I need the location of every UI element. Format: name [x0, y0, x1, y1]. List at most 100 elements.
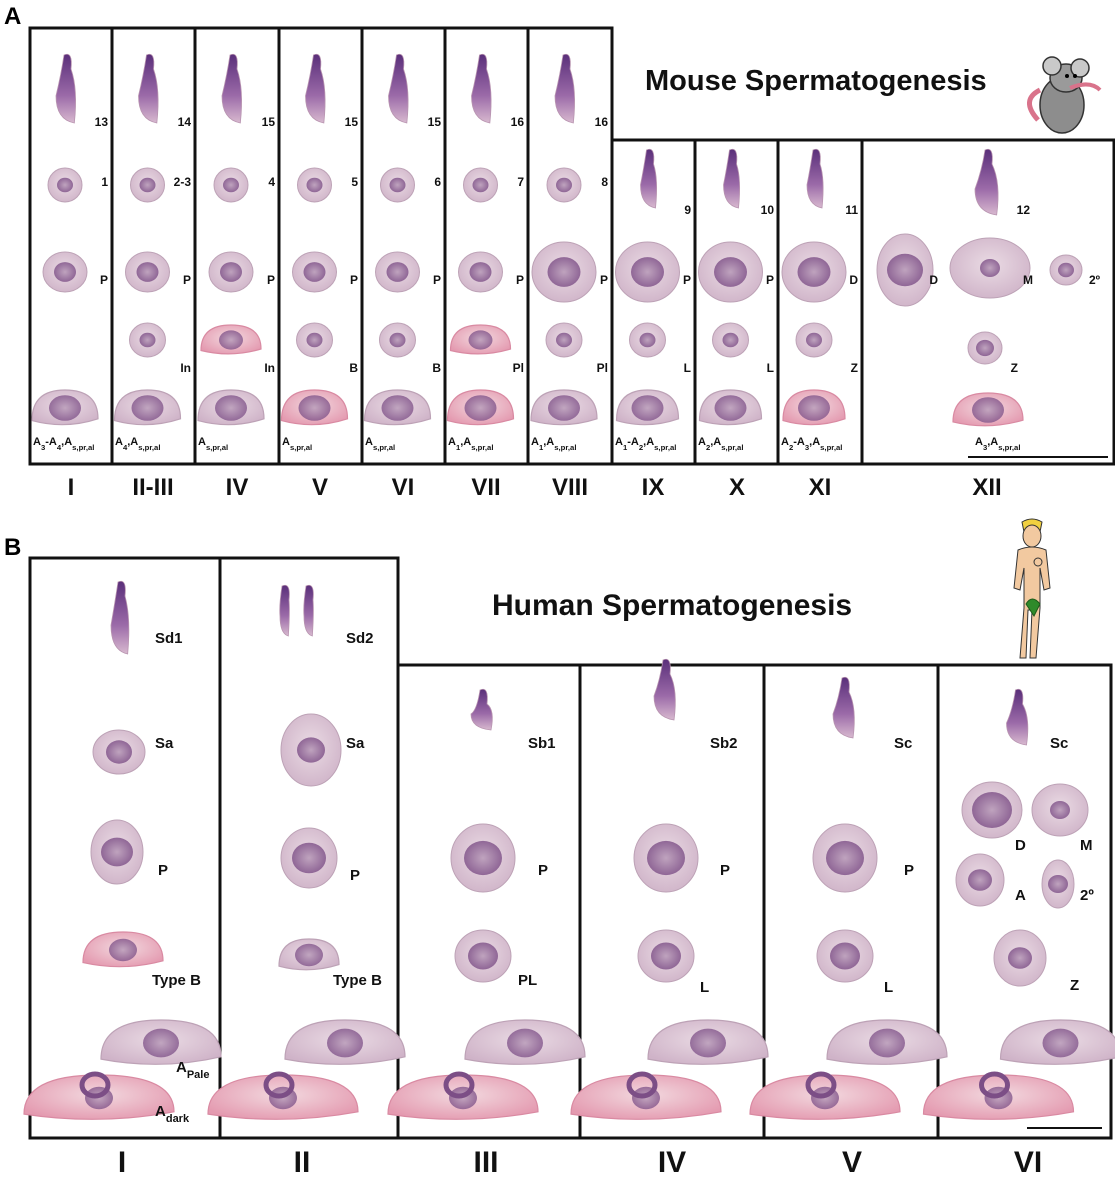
panel-a-cells — [31, 53, 1083, 427]
cell-nucleus — [292, 842, 326, 874]
cell-label: B — [349, 361, 358, 375]
cell-nucleus — [327, 1028, 363, 1058]
cell-nucleus — [1042, 1028, 1079, 1058]
cell-nucleus — [79, 1071, 111, 1099]
cell-nucleus — [303, 262, 326, 282]
panel-a-cell-labels: 131PA3-A4,As,pr,al142-3PInA4,As,pr,al154… — [33, 115, 1101, 452]
cell-label: 13 — [95, 115, 109, 129]
cell-label: P — [516, 273, 524, 287]
elongated-spermatid — [723, 148, 741, 209]
stage-label: IV — [658, 1146, 686, 1179]
cell-nucleus — [869, 1028, 905, 1058]
cell-label: P — [158, 862, 168, 879]
cell-nucleus — [389, 177, 406, 193]
cell-nucleus — [507, 1028, 543, 1058]
elongated-spermatid — [832, 676, 855, 739]
cell-nucleus — [1008, 947, 1032, 969]
stage-label: XI — [809, 474, 832, 501]
cell-label: P — [433, 273, 441, 287]
cell-label: D — [849, 273, 858, 287]
cell-label: L — [767, 361, 774, 375]
elongated-spermatid — [279, 584, 290, 637]
cell-label: Pl — [513, 361, 524, 375]
cell-label: 5 — [351, 175, 358, 189]
cell-label: 2º — [1089, 273, 1101, 287]
stage-label: V — [312, 474, 328, 501]
cell-nucleus — [626, 1071, 658, 1099]
cell-nucleus — [548, 395, 580, 421]
cell-label: 2º — [1080, 887, 1094, 904]
cell-label: A1,As,pr,al — [448, 436, 493, 452]
cell-label: A1,As,pr,al — [531, 436, 576, 452]
cell-label: 15 — [345, 115, 359, 129]
mouse-icon — [1027, 56, 1102, 134]
cell-nucleus — [139, 177, 156, 193]
elongated-spermatid — [388, 53, 409, 124]
panel-b-cells — [23, 580, 1115, 1120]
cell-nucleus — [798, 395, 830, 421]
cell-nucleus — [306, 332, 323, 348]
cell-label: D — [1015, 837, 1026, 854]
cell-nucleus — [887, 253, 923, 287]
cell-label: M — [1080, 837, 1093, 854]
stage-label: VII — [471, 474, 500, 501]
cell-label: PL — [518, 972, 537, 989]
stage-label: II — [294, 1146, 311, 1179]
elongated-spermatid — [55, 53, 76, 124]
cell-label: Sd2 — [346, 630, 374, 647]
elongated-spermatid — [640, 148, 658, 209]
panel-a-letter: A — [4, 3, 21, 30]
elongated-spermatid — [110, 580, 130, 655]
cell-label: L — [884, 979, 893, 996]
elongated-spermatid — [303, 584, 314, 637]
cell-label: 16 — [595, 115, 609, 129]
cell-nucleus — [49, 395, 81, 421]
cell-nucleus — [556, 177, 572, 193]
cell-nucleus — [651, 942, 681, 970]
cell-nucleus — [639, 332, 656, 348]
cell-nucleus — [547, 257, 581, 287]
cell-nucleus — [443, 1071, 475, 1099]
cell-nucleus — [472, 177, 489, 193]
cell-label: P — [100, 273, 108, 287]
cell-label: 12 — [1017, 203, 1031, 217]
cell-nucleus — [976, 339, 994, 357]
panel-a-stage-labels: I II-III IV V VI VII VIII IX X XI XII — [68, 474, 1002, 501]
cell-nucleus — [805, 1071, 837, 1099]
cell-nucleus — [1048, 875, 1068, 893]
cell-label: M — [1023, 273, 1033, 287]
cell-label: Z — [1070, 977, 1079, 994]
cell-nucleus — [263, 1071, 295, 1099]
cell-label: P — [683, 273, 691, 287]
stage-label: I — [68, 474, 75, 501]
elongated-spermatid — [653, 658, 676, 721]
cell-nucleus — [1050, 801, 1070, 819]
stage-label: XII — [972, 474, 1001, 501]
cell-nucleus — [690, 1028, 726, 1058]
cell-label: A1-A2,As,pr,al — [615, 436, 676, 452]
cell-nucleus — [386, 262, 409, 282]
cell-label: 10 — [761, 203, 775, 217]
cell-nucleus — [101, 837, 133, 867]
cell-label: D — [929, 273, 938, 287]
cell-label: A2-A3,As,pr,al — [781, 436, 842, 452]
cell-label: P — [766, 273, 774, 287]
cell-label: Z — [851, 361, 858, 375]
elongated-spermatid — [221, 53, 242, 124]
cell-nucleus — [980, 259, 1000, 277]
cell-nucleus — [464, 395, 497, 421]
elongated-spermatid — [974, 148, 999, 216]
cell-label: Type B — [333, 972, 382, 989]
stage-label: III — [473, 1146, 498, 1179]
cell-label: 11 — [845, 203, 858, 217]
cell-nucleus — [109, 938, 137, 962]
cell-label: A4,As,pr,al — [115, 436, 160, 452]
elongated-spermatid — [470, 688, 493, 731]
cell-label: P — [904, 862, 914, 879]
stage-label: IX — [642, 474, 665, 501]
stage-label: X — [729, 474, 745, 501]
cell-nucleus — [468, 942, 498, 970]
cell-label: A — [1015, 887, 1026, 904]
cell-nucleus — [826, 840, 864, 876]
cell-nucleus — [57, 177, 73, 193]
